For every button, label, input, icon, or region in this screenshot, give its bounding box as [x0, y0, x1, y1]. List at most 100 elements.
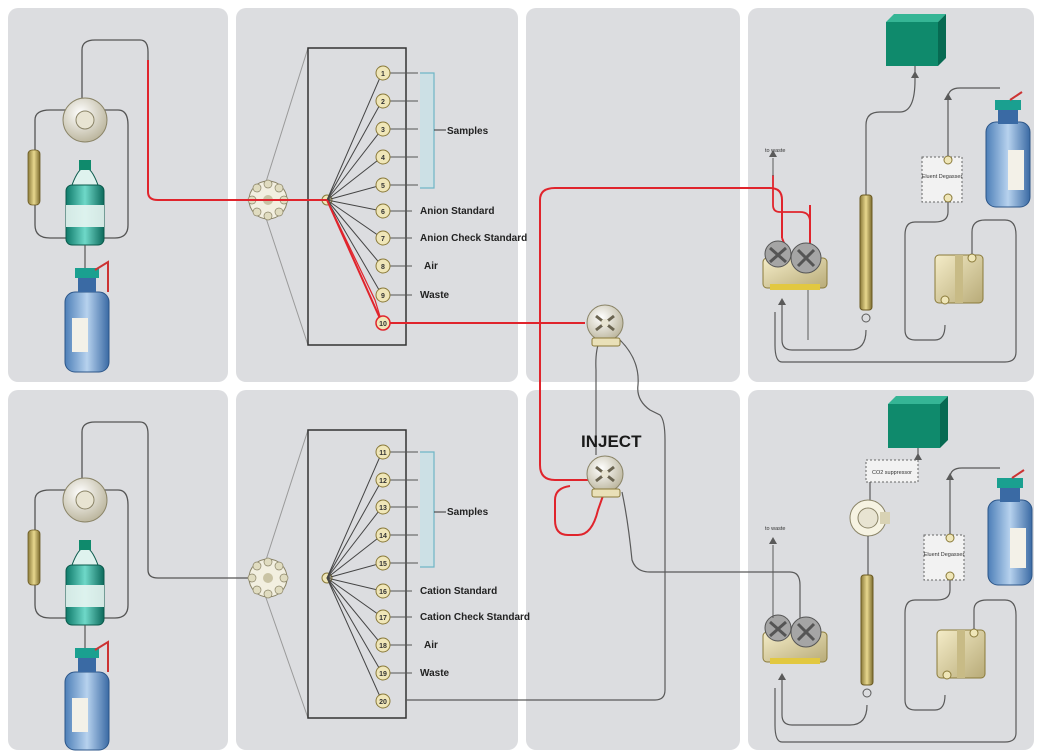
- label-cation-standard: Cation Standard: [420, 586, 497, 597]
- flow-lines: [147, 60, 811, 701]
- port-8: 8: [375, 258, 391, 274]
- column-top: [859, 194, 873, 311]
- co2-label: CO2 suppressor: [872, 470, 912, 476]
- port-5: 5: [375, 177, 391, 193]
- port-15: 15: [375, 555, 391, 571]
- suppressor-block-bottom: [936, 628, 986, 680]
- port-13: 13: [375, 499, 391, 515]
- label-anion-standard: Anion Standard: [420, 206, 494, 217]
- port-6: 6: [375, 203, 391, 219]
- suppressor-block-top: [934, 253, 984, 305]
- svg-text:17: 17: [379, 615, 387, 622]
- bottom-selector-valve: 11 12 13 14 15 16 17 18 19 20 Samples Ca…: [247, 429, 530, 719]
- svg-text:7: 7: [381, 236, 385, 243]
- svg-text:14: 14: [379, 533, 387, 540]
- bottle-top-left: [64, 260, 110, 373]
- inject-valve-top: [586, 304, 624, 347]
- port-19: 19: [375, 665, 391, 681]
- svg-text:5: 5: [381, 183, 385, 190]
- tube-top: [81, 39, 149, 98]
- port-16: 16: [375, 583, 391, 599]
- selector-detail-box: [307, 47, 407, 346]
- svg-text:19: 19: [379, 671, 387, 678]
- to-waste-bottom: to waste: [765, 526, 785, 532]
- top-left-sampler: [27, 39, 149, 373]
- label-anion-check-standard: Anion Check Standard: [420, 233, 527, 244]
- bottom-left-sampler: [27, 421, 252, 751]
- svg-text:1: 1: [381, 71, 385, 78]
- svg-text:6: 6: [381, 209, 385, 216]
- red-line-sampler-to-selector: [147, 60, 327, 201]
- to-waste-top: to waste: [765, 148, 785, 154]
- selector-detail-box-bottom: [307, 429, 407, 719]
- port-11: 11: [375, 444, 391, 460]
- svg-text:13: 13: [379, 505, 387, 512]
- fan-lines-bottom: [326, 451, 383, 702]
- port-12: 12: [375, 472, 391, 488]
- samples-label-bottom: Samples: [447, 507, 489, 518]
- port-circles-bottom: 11 12 13 14 15 16 17 18 19 20: [375, 444, 391, 709]
- fan-lines-top: [326, 72, 383, 296]
- svg-text:12: 12: [379, 478, 387, 485]
- eluent-bottle-top: [985, 91, 1031, 208]
- pump-top: [762, 240, 828, 290]
- filter-cartridge: [27, 149, 41, 206]
- port-4: 4: [375, 149, 391, 165]
- bottle-bottom-left: [64, 640, 110, 751]
- port-10: 10: [375, 315, 391, 331]
- panel-top-left: [8, 8, 228, 382]
- port-9: 9: [375, 287, 391, 303]
- svg-text:10: 10: [379, 321, 387, 328]
- port-7: 7: [375, 230, 391, 246]
- detector-box-top: [886, 14, 946, 66]
- svg-text:3: 3: [381, 127, 385, 134]
- degasser-bottom: Eluent Degasser: [923, 533, 965, 581]
- svg-text:16: 16: [379, 589, 387, 596]
- red-line-loop: [539, 187, 783, 481]
- inject-label: INJECT: [581, 432, 642, 451]
- port-18: 18: [375, 637, 391, 653]
- red-line-inject-loop: [554, 485, 606, 536]
- label-air-bottom: Air: [424, 640, 438, 651]
- label-air-top: Air: [424, 261, 438, 272]
- gray-line-to-bottom-pump: [621, 491, 801, 625]
- top-selector-valve: 1 2 3 4 5 6 7 8 9 10 Samples Anion Stand…: [247, 47, 527, 346]
- svg-text:9: 9: [381, 293, 385, 300]
- teal-rinse-bottle-bottom: [65, 540, 105, 626]
- panel-bottom-selector: [236, 390, 518, 750]
- label-waste-bottom: Waste: [420, 668, 450, 679]
- svg-text:4: 4: [381, 155, 385, 162]
- filter-cartridge-bottom: [27, 529, 41, 586]
- co2-suppressor: CO2 suppressor: [865, 459, 919, 483]
- teal-rinse-bottle: [65, 160, 105, 246]
- pump-bottom: [762, 614, 828, 664]
- svg-text:8: 8: [381, 264, 385, 271]
- top-right-system: to waste Eluent Degasser: [762, 14, 1031, 363]
- port-circles-top: 1 2 3 4 5 6 7 8 9 10: [375, 65, 391, 331]
- tube-loop: [34, 109, 129, 239]
- samples-bracket-top: [420, 72, 446, 189]
- inject-valve-bottom: [586, 455, 624, 498]
- samples-label-top: Samples: [447, 126, 489, 137]
- conductivity-cell: [849, 499, 890, 537]
- svg-text:18: 18: [379, 643, 387, 650]
- port-2: 2: [375, 93, 391, 109]
- panel-top-center: [526, 8, 740, 382]
- svg-text:11: 11: [379, 450, 387, 457]
- svg-text:2: 2: [381, 99, 385, 106]
- port-20: 20: [375, 693, 391, 709]
- panel-top-selector: [236, 8, 518, 382]
- port-17: 17: [375, 609, 391, 625]
- selector-wheel-bottom: [247, 557, 289, 599]
- port-3: 3: [375, 121, 391, 137]
- port-14: 14: [375, 527, 391, 543]
- degasser-label-top: Eluent Degasser: [922, 174, 963, 180]
- detector-box-bottom: [888, 396, 948, 448]
- samples-bracket-bottom: [420, 451, 446, 568]
- degasser-label-bottom: Eluent Degasser: [924, 552, 965, 558]
- bottom-right-system: CO2 suppressor to waste Eluent Degasser: [762, 396, 1033, 743]
- label-waste-top: Waste: [420, 290, 450, 301]
- port-1: 1: [375, 65, 391, 81]
- degasser-top: Eluent Degasser: [921, 155, 963, 203]
